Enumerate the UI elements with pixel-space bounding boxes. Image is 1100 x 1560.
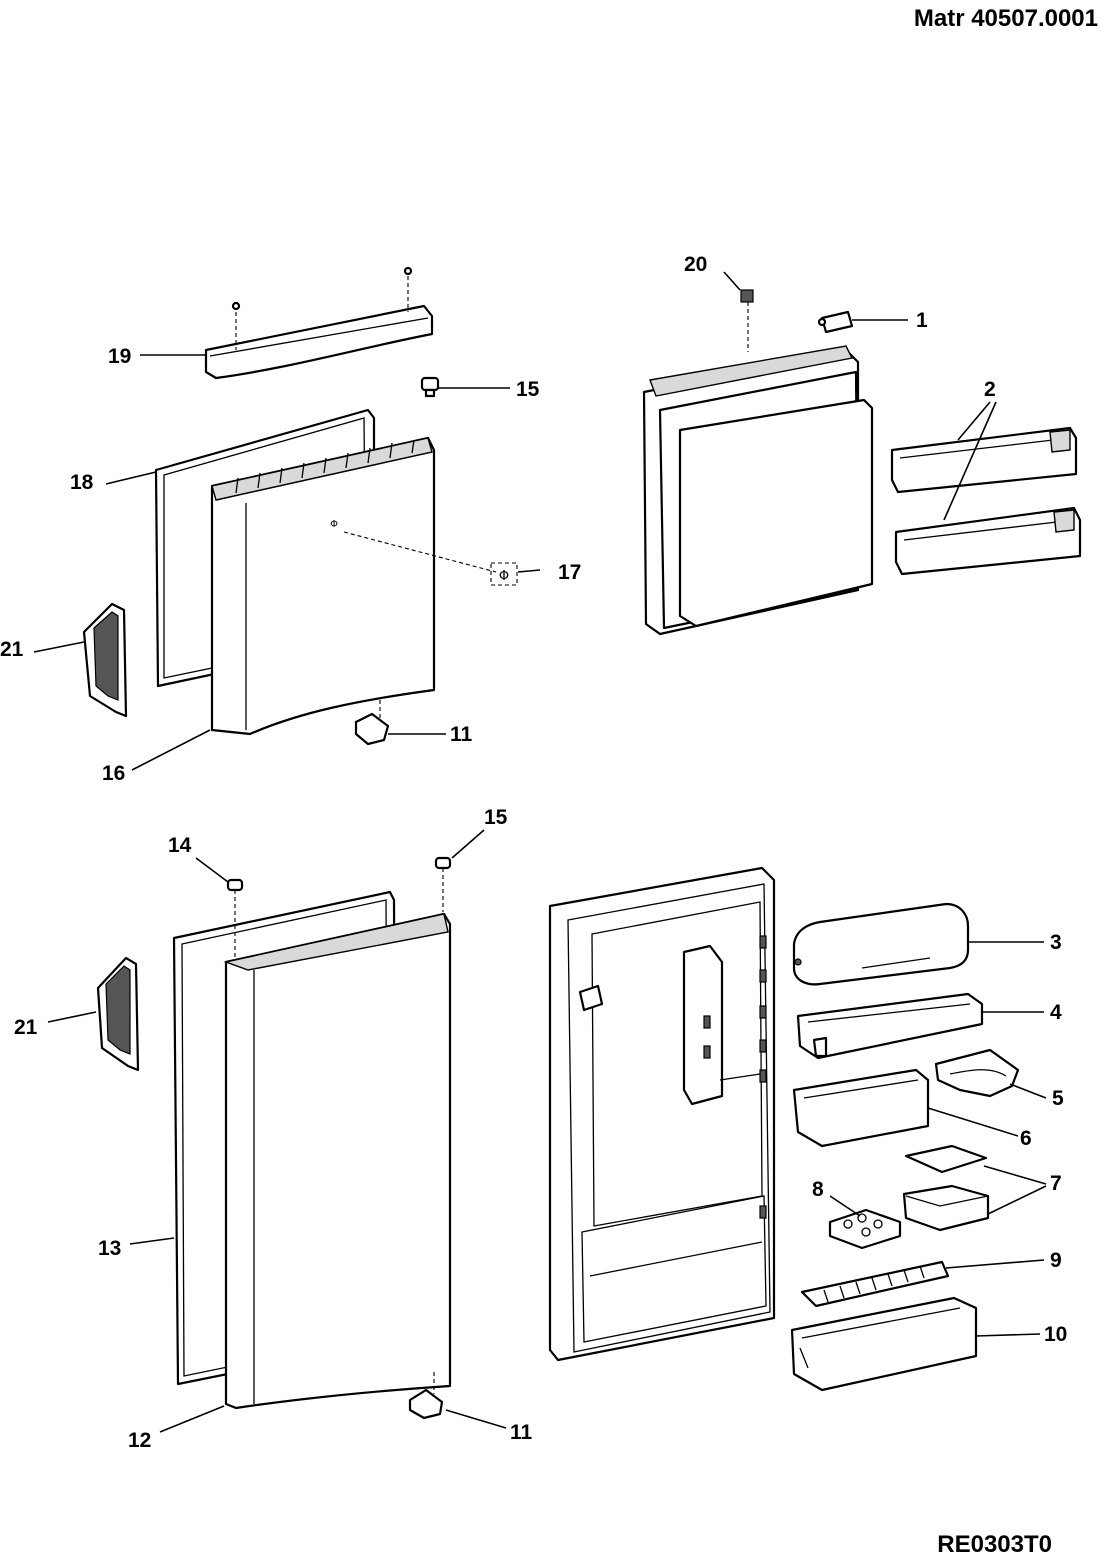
fridge-door-assembly [96,856,452,1420]
model-number: Matr 40507.0001 [914,5,1098,32]
freezer-door-handle [82,602,128,718]
door-bottle-shelf [792,1068,930,1148]
freezer-magnet-block [740,289,754,303]
callout-1: 1 [916,309,928,332]
callout-21-fridge: 21 [14,1016,38,1039]
callout-15-freezer: 15 [516,378,540,401]
fridge-inner-liner [548,866,776,1362]
callout-11-freezer: 11 [450,723,473,746]
butter-box-lid [904,1144,988,1174]
callout-labels: 1 2 3 4 5 6 7 8 9 10 11 11 12 13 14 15 1… [0,253,1067,1452]
callout-16: 16 [102,762,125,785]
dairy-compartment-cover [792,902,970,986]
butter-box [902,1184,990,1232]
freezer-door-shelf-upper [890,426,1078,494]
fridge-lower-hinge [408,1372,444,1420]
callout-4: 4 [1050,1001,1062,1024]
drawing-code: RE0303T0 [937,1531,1052,1558]
svg-text:Φ: Φ [499,569,509,584]
freezer-door-top-cover [204,266,434,380]
fridge-door-handle [96,956,140,1072]
callout-15-fridge: 15 [484,806,508,829]
bottom-door-shelf [790,1296,978,1392]
fridge-top-plug [434,856,452,912]
callout-6: 6 [1020,1127,1032,1150]
dairy-shelf [796,992,984,1060]
freezer-door-panel: Φ [210,436,497,736]
fridge-door-panel [223,912,452,1410]
freezer-light-switch [817,310,854,334]
callout-14: 14 [168,834,192,857]
callout-5: 5 [1052,1087,1064,1110]
callout-8: 8 [812,1178,824,1201]
freezer-inner-liner [642,289,874,636]
callout-21-freezer: 21 [0,638,24,661]
callout-7: 7 [1050,1172,1062,1195]
callout-10: 10 [1044,1323,1067,1346]
leader-lines [33,271,1047,1433]
egg-holder [934,1048,1020,1098]
callout-3: 3 [1050,931,1062,954]
callout-18: 18 [70,471,94,494]
ice-tray [828,1208,902,1250]
bottle-retainer [800,1260,950,1308]
brand-badge: Φ [490,562,518,586]
freezer-lower-hinge [354,700,390,746]
callout-17: 17 [558,561,581,584]
callout-20: 20 [684,253,707,276]
callout-12: 12 [128,1429,151,1452]
callout-11-fridge: 11 [510,1421,533,1444]
freezer-door-shelf-lower [894,506,1082,576]
callout-9: 9 [1050,1249,1062,1272]
callout-2: 2 [984,378,996,401]
freezer-door-assembly: Φ Φ [82,266,518,746]
svg-text:Φ: Φ [330,519,338,530]
callout-19: 19 [108,345,131,368]
fridge-top-hinge-plug [226,878,244,960]
freezer-hinge-plug [420,376,440,398]
callout-13: 13 [98,1237,121,1260]
